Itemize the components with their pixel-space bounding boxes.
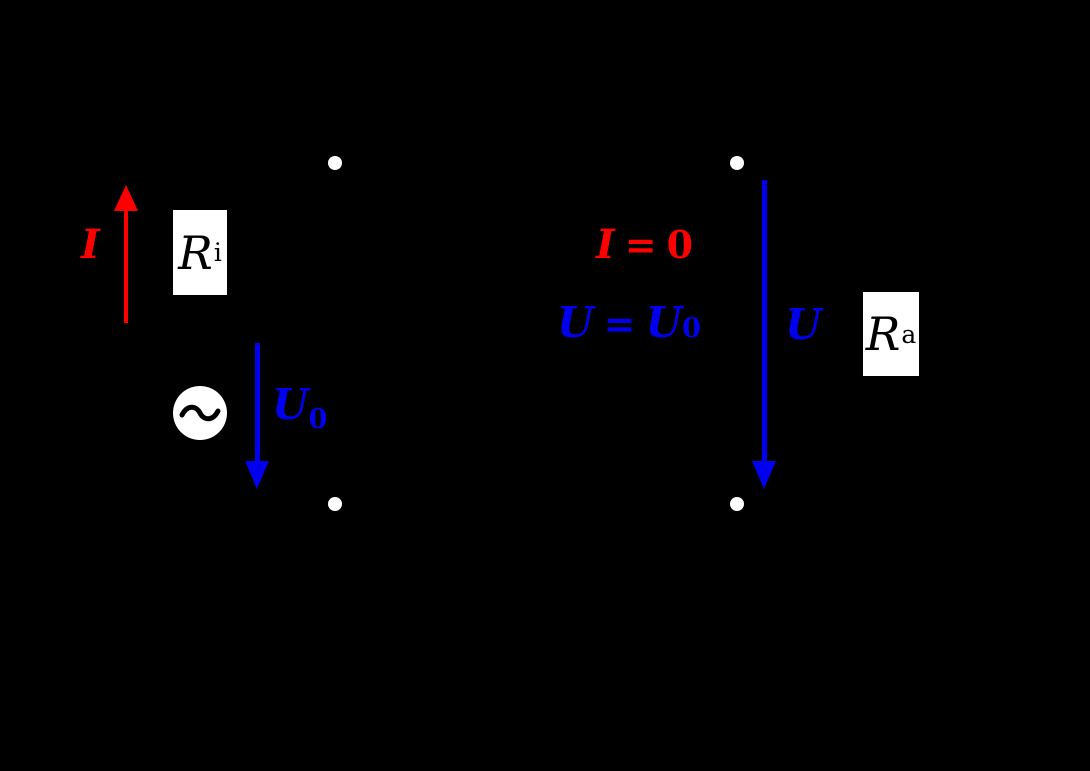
current-equation-equals: = (624, 222, 657, 267)
ac-sine-icon (179, 404, 221, 422)
source-voltage-arrow-head (245, 461, 269, 489)
terminal-dot-right-top (730, 156, 744, 170)
current-label: I (81, 221, 100, 268)
load-voltage-label: U (785, 300, 822, 349)
voltage-equation-rhs-subscript: 0 (682, 313, 701, 344)
source-voltage-symbol: U (272, 380, 309, 429)
current-equation-rhs: 0 (666, 222, 694, 267)
load-resistor-symbol: R (865, 307, 901, 361)
ac-source (173, 386, 227, 440)
internal-resistor-subscript: i (213, 238, 222, 267)
source-voltage-arrow-shaft (255, 343, 260, 462)
current-equation-lhs: I (596, 221, 615, 268)
terminal-dot-right-bottom (730, 497, 744, 511)
current-arrow-shaft (124, 208, 128, 323)
voltage-equation-lhs: U (557, 298, 594, 347)
source-voltage-label: U0 (272, 384, 328, 435)
load-voltage-arrow-head (752, 461, 776, 489)
load-voltage-arrow-shaft (762, 180, 767, 462)
voltage-equation-rhs-symbol: U (645, 298, 683, 347)
current-arrow-head (114, 185, 138, 211)
terminal-dot-left-top (328, 156, 342, 170)
internal-resistor-symbol: R (178, 225, 213, 280)
voltage-equation-equals: = (603, 301, 636, 346)
terminal-dot-left-bottom (328, 497, 342, 511)
current-equation: I = 0 (596, 225, 693, 265)
source-voltage-subscript: 0 (308, 404, 328, 435)
load-resistor-subscript: a (901, 319, 917, 349)
